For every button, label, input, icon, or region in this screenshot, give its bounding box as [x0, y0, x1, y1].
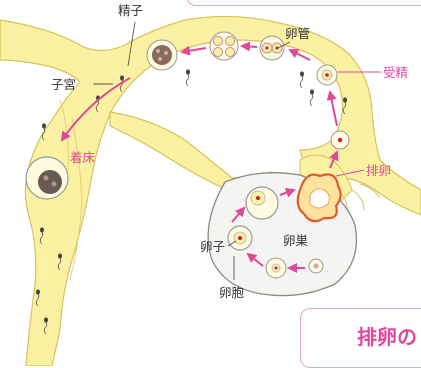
labels: 精子 子宮 卵管 受精 着床 排卵 卵子 卵巣 卵胞: [51, 3, 408, 300]
label-fertilization: 受精: [383, 65, 408, 80]
label-sperm: 精子: [118, 3, 143, 18]
label-implantation: 着床: [70, 150, 96, 165]
label-ovulation: 排卵: [366, 163, 391, 178]
label-ovary: 卵巣: [283, 233, 309, 248]
card-title: 排卵の: [357, 325, 417, 349]
four-cell-embryo: [209, 31, 239, 61]
ovulation-info-card: 排卵の: [300, 308, 421, 368]
label-egg: 卵子: [200, 239, 225, 254]
label-oviduct: 卵管: [285, 26, 310, 41]
label-follicle: 卵胞: [219, 285, 245, 300]
process-arrows: [60, 41, 339, 273]
leader-lines: [93, 21, 381, 280]
follicle-stages: [227, 173, 342, 279]
egg-cells: [25, 31, 350, 200]
label-uterus: 子宮: [51, 77, 76, 92]
